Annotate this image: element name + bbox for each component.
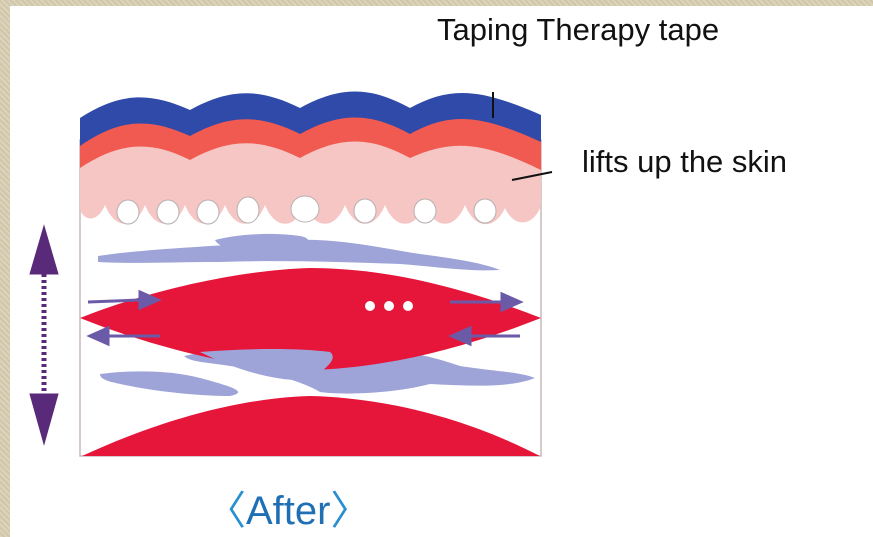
lift-skin-label: lifts up the skin: [582, 144, 787, 180]
caption-text: After: [246, 489, 330, 533]
vertical-double-arrow-icon: [30, 226, 58, 444]
caption-left-bracket: 〈: [206, 489, 246, 533]
after-caption: 〈After〉: [206, 478, 370, 536]
tape-label: Taping Therapy tape: [437, 12, 719, 48]
ellipsis-dots: [365, 301, 413, 311]
caption-right-bracket: 〉: [330, 489, 370, 533]
